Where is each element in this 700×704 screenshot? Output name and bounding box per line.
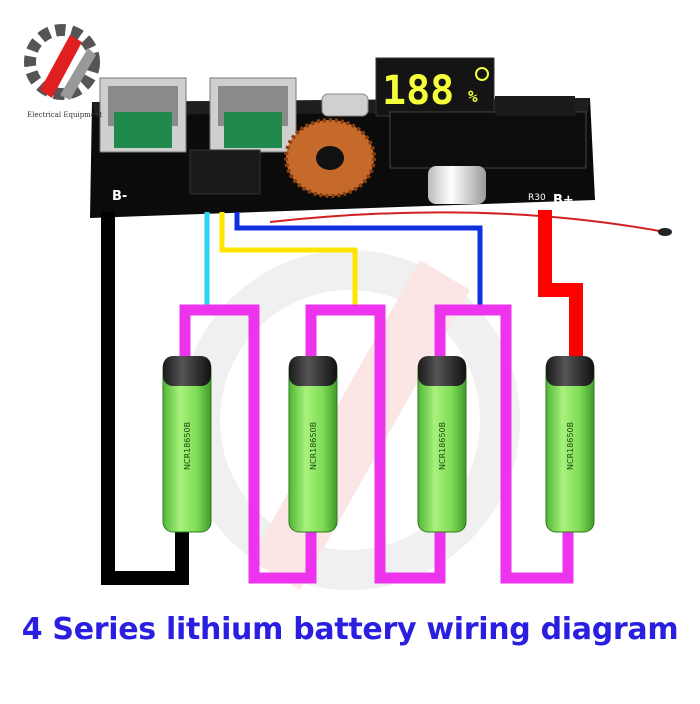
resistor-label: R30 (528, 193, 546, 203)
usb-port-2 (209, 77, 297, 153)
diagram-caption: 4 Series lithium battery wiring diagram (21, 612, 679, 647)
charging-icon (475, 67, 489, 81)
battery-4: NCR18650B (545, 356, 595, 533)
wire-balance-blue (234, 212, 483, 306)
battery-model-label: NCR18650B (309, 422, 318, 470)
display-module (389, 111, 587, 169)
display-unit: % (468, 87, 478, 106)
digital-display: 188 % (375, 57, 495, 117)
usb-port-1 (99, 77, 187, 153)
choke-component (189, 149, 261, 195)
series-links (179, 304, 574, 584)
ic-chip (495, 96, 575, 116)
battery-model-label: NCR18650B (566, 422, 575, 470)
terminal-positive-label: B+ (553, 193, 574, 208)
logo-icon (24, 24, 100, 100)
usbc-port (321, 93, 369, 117)
wire-balance-yellow (219, 212, 358, 306)
electrolytic-capacitor-icon (428, 166, 486, 204)
logo-text: Electrical Equipment (27, 111, 103, 119)
display-digits: 188 (382, 68, 454, 114)
series-link-1-2 (179, 304, 317, 584)
battery-model-label: NCR18650B (438, 422, 447, 470)
series-link-2-3 (305, 304, 446, 584)
battery-1: NCR18650B (162, 356, 212, 533)
battery-2: NCR18650B (288, 356, 338, 533)
battery-3: NCR18650B (417, 356, 467, 533)
thermistor-probe (658, 228, 672, 236)
battery-model-label: NCR18650B (183, 422, 192, 470)
terminal-negative-label: B- (112, 189, 127, 204)
wire-negative-black (101, 212, 189, 585)
wire-positive-red (538, 210, 583, 356)
toroid-inductor-icon (284, 118, 376, 198)
series-link-3-4 (434, 304, 574, 584)
thermistor-wire (269, 211, 666, 233)
